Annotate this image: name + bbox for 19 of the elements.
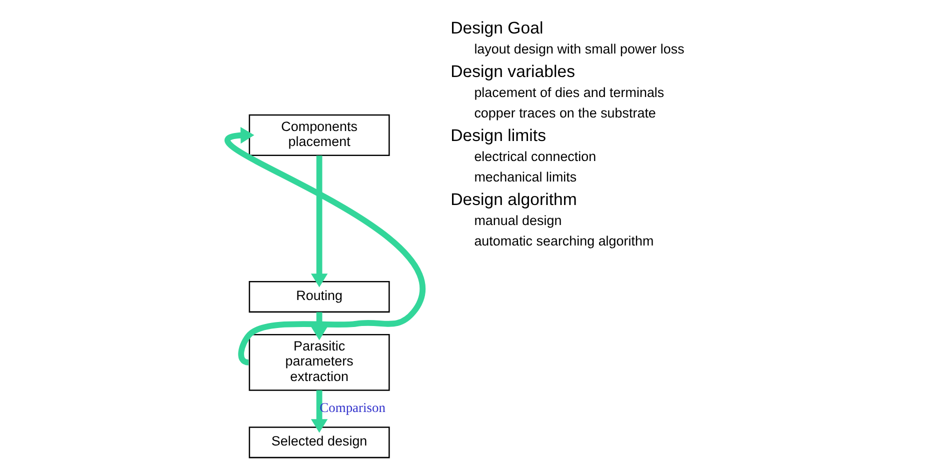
label: electrical connection [474, 149, 596, 164]
arrow [310, 156, 328, 288]
label: manual design [474, 213, 562, 228]
label: copper traces on the substrate [474, 105, 656, 120]
node-box: Parasitic parameters extraction [248, 334, 390, 391]
arrow [226, 126, 425, 366]
label: automatic searching algorithm [474, 233, 654, 248]
node-box: Components placement [248, 114, 390, 156]
label: Design Goal [450, 18, 544, 38]
label: mechanical limits [474, 169, 577, 184]
label: Design algorithm [450, 190, 577, 210]
label: layout design with small power loss [474, 41, 684, 56]
node-box: Routing [248, 281, 390, 313]
node-box: Selected design [248, 426, 390, 458]
arrow [310, 390, 328, 433]
arrow [310, 312, 328, 340]
label: Design variables [450, 62, 576, 82]
label: placement of dies and terminals [474, 85, 664, 100]
label: Design limits [450, 126, 546, 146]
